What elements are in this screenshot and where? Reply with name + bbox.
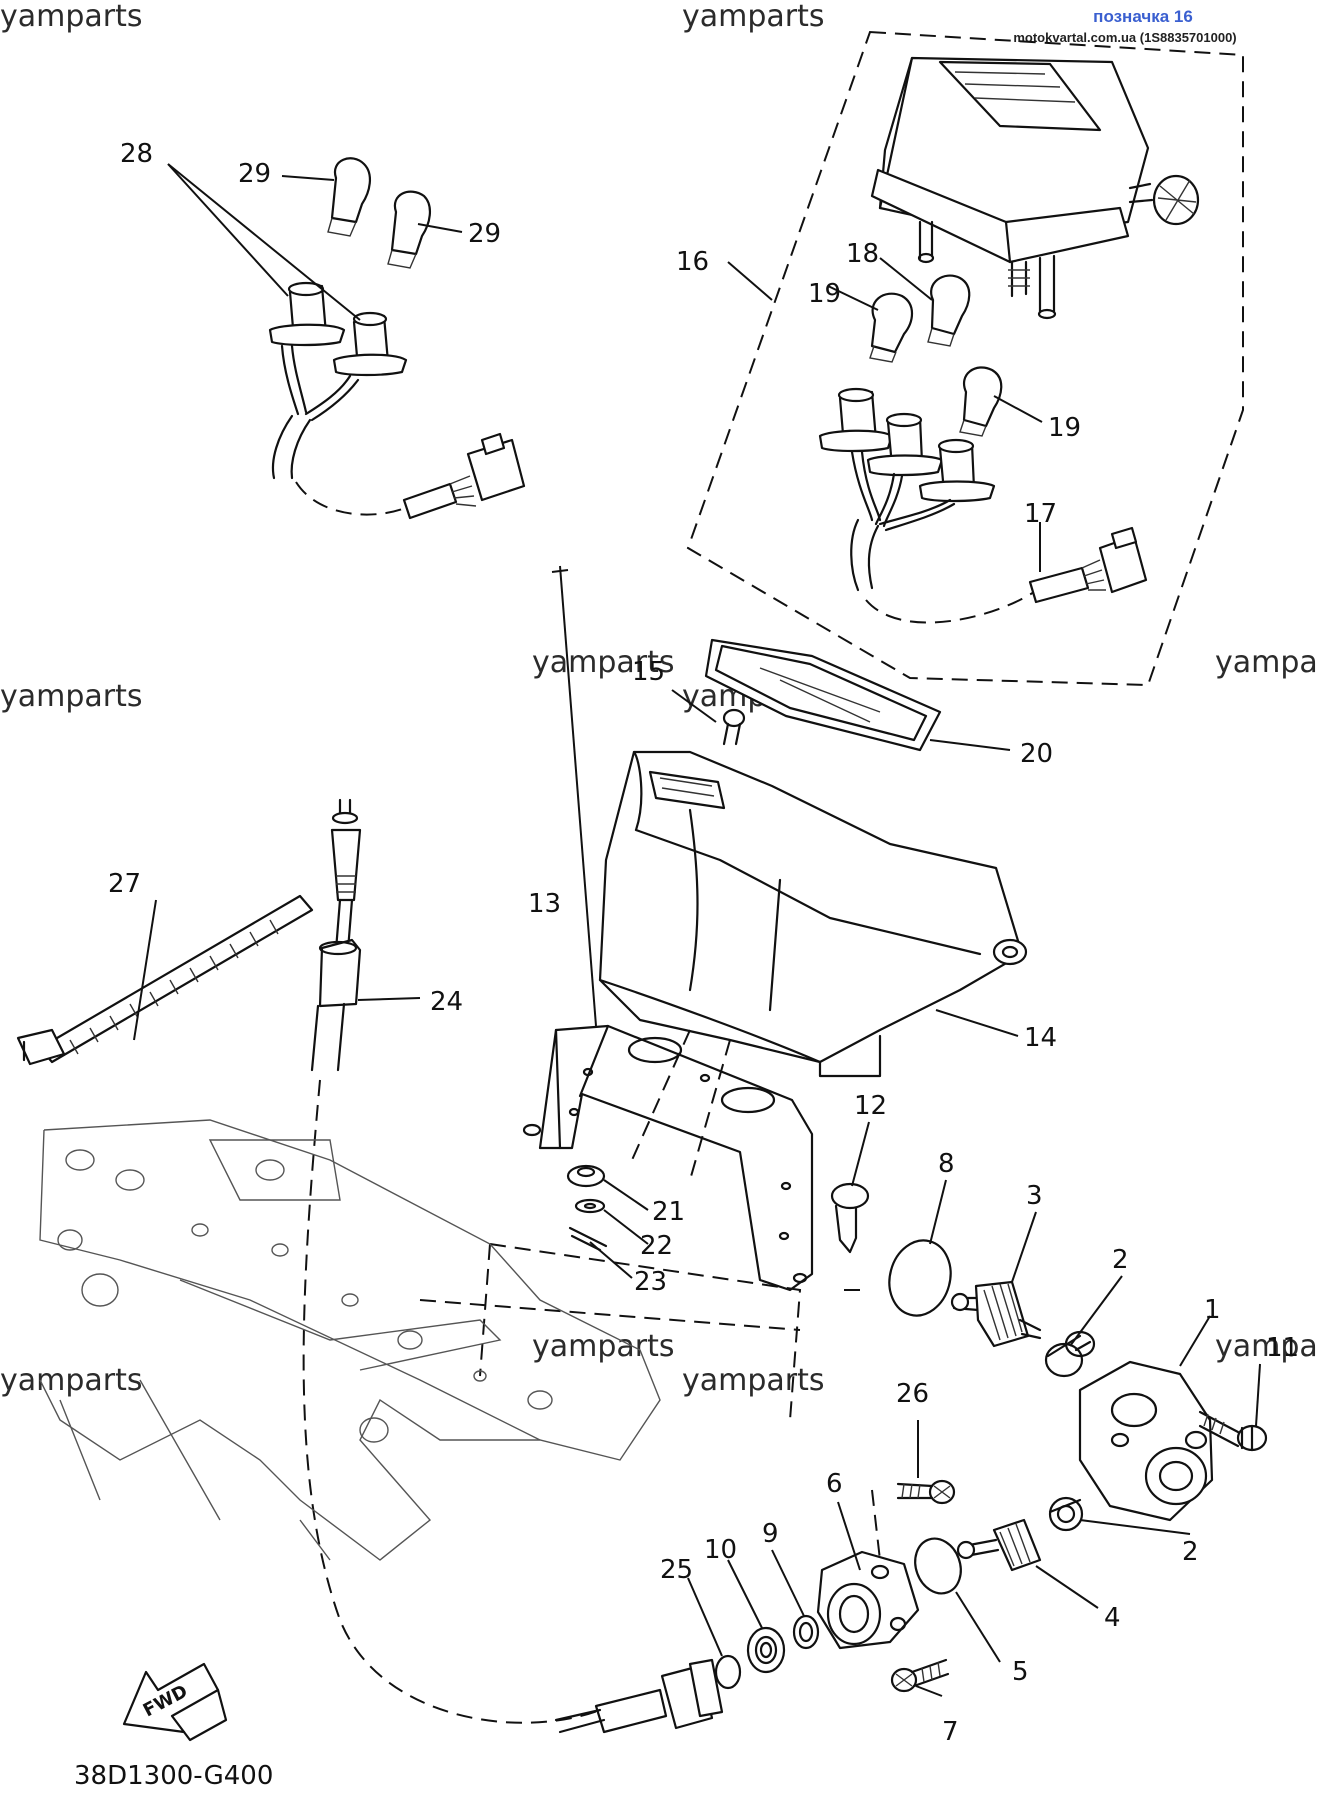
callout-21: 21: [652, 1197, 685, 1227]
seal-10: [746, 1626, 786, 1674]
watermark: yamparts: [682, 0, 825, 34]
callout-14: 14: [1024, 1023, 1057, 1053]
watermark: yamparts: [0, 1363, 143, 1398]
callout-19: 19: [808, 279, 841, 309]
callout-24: 24: [430, 987, 463, 1017]
watermark: yamparts: [532, 645, 675, 680]
callout-13: 13: [528, 889, 561, 919]
callout-15: 15: [632, 657, 665, 687]
bushing-2-lower: [1048, 1496, 1084, 1532]
badge-subtitle: motokvartal.com.ua (1S8835701000): [1013, 30, 1236, 45]
watermark: yamparts: [1215, 1329, 1318, 1364]
callout-22: 22: [640, 1231, 673, 1261]
gear-4: [956, 1518, 1042, 1572]
callout-8: 8: [938, 1149, 955, 1179]
screw-12: [830, 1182, 870, 1254]
callout-7: 7: [942, 1717, 959, 1747]
callout-27: 27: [108, 869, 141, 899]
callout-3: 3: [1026, 1181, 1043, 1211]
grommet-21: [566, 1164, 606, 1188]
frame-outline: [39, 1119, 661, 1561]
lens-20: [704, 638, 942, 752]
callout-18: 18: [846, 239, 879, 269]
watermark: yamparts: [0, 0, 143, 34]
callout-1: 1: [1204, 1295, 1221, 1325]
callout-9: 9: [762, 1519, 779, 1549]
callout-26: 26: [896, 1379, 929, 1409]
gear-housing-1: [1078, 1360, 1214, 1522]
source-badge: позначка 16 motokvartal.com.ua (1S883570…: [1013, 7, 1236, 45]
callout-4: 4: [1104, 1603, 1121, 1633]
callout-2: 2: [1182, 1537, 1199, 1567]
leader-lines: [133, 163, 1261, 1697]
guide-line: [419, 1289, 860, 1331]
watermark: yamparts: [0, 679, 143, 714]
o-ring-5: [914, 1537, 962, 1595]
callout-16: 16: [676, 247, 709, 277]
callout-10: 10: [704, 1535, 737, 1565]
harness-17: [818, 387, 1148, 624]
holder-6: [816, 1489, 920, 1650]
callout-11: 11: [1266, 1333, 1299, 1363]
callout-20: 20: [1020, 739, 1053, 769]
meter-case-14: [598, 750, 1028, 1078]
callout-28: 28: [120, 139, 153, 169]
screw-15: [722, 708, 746, 746]
o-ring-25: [714, 1654, 742, 1690]
cable-24: [302, 798, 724, 1734]
callout-29: 29: [468, 219, 501, 249]
callout-5: 5: [1012, 1657, 1029, 1687]
callout-29: 29: [238, 159, 271, 189]
callout-23: 23: [634, 1267, 667, 1297]
gear-3: [950, 1280, 1042, 1348]
screw-7: [890, 1658, 950, 1693]
watermark: yamparts: [1215, 645, 1318, 680]
guide-line: [479, 1243, 491, 1377]
callouts: 28 29 29 16 18 19 19 17 15 20 13 27 24 1…: [108, 139, 1299, 1747]
diagram-code: 38D1300-G400: [74, 1761, 273, 1791]
fwd-arrow-icon: FWD: [122, 1662, 228, 1742]
meter-assembly: [870, 56, 1200, 320]
harness-28: [268, 157, 526, 520]
watermark: yamparts: [532, 1329, 675, 1364]
badge-title: позначка 16: [1093, 7, 1193, 26]
callout-19: 19: [1048, 413, 1081, 443]
callout-2: 2: [1112, 1245, 1129, 1275]
washer-9: [792, 1614, 820, 1650]
screw-26: [896, 1479, 956, 1505]
bracket-13: [522, 1024, 814, 1292]
callout-25: 25: [660, 1555, 693, 1585]
pin-23: [568, 1226, 608, 1252]
callout-6: 6: [826, 1469, 843, 1499]
cable-tie-27: [16, 894, 314, 1066]
o-ring-8: [888, 1239, 952, 1317]
callout-17: 17: [1024, 499, 1057, 529]
assembly-outline-16: [686, 30, 1244, 687]
callout-12: 12: [854, 1091, 887, 1121]
bolt-11: [1198, 1410, 1268, 1452]
watermark: yamparts: [682, 1363, 825, 1398]
guide-line: [489, 1243, 802, 1421]
bushing-2-upper: [1044, 1330, 1096, 1378]
bulb-group-top: [869, 274, 1003, 437]
washer-22: [574, 1198, 606, 1214]
